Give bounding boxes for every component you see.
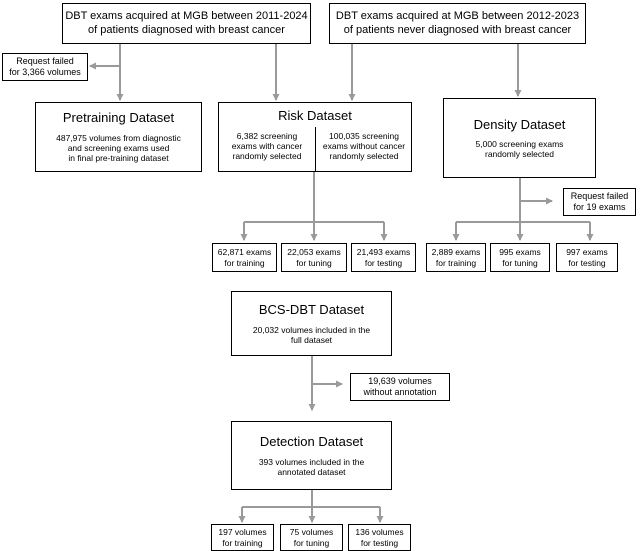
request-failed-exams-text: Request failed for 19 exams [570, 191, 629, 212]
without-annotation-box: 19,639 volumes without annotation [350, 373, 450, 401]
source-no-cancer-box: DBT exams acquired at MGB between 2012-2… [329, 3, 586, 44]
density-tuning-text: 995 exams for tuning [499, 247, 541, 268]
request-failed-volumes-text: Request failed for 3,366 volumes [9, 56, 81, 77]
risk-training-box: 62,871 exams for training [212, 243, 277, 272]
detection-testing-box: 136 volumes for testing [348, 524, 411, 551]
pretraining-dataset-box: Pretraining Dataset 487,975 volumes from… [35, 102, 202, 172]
risk-testing-text: 21,493 exams for testing [356, 247, 411, 268]
request-failed-exams-box: Request failed for 19 exams [563, 188, 636, 216]
detection-tuning-box: 75 volumes for tuning [280, 524, 343, 551]
bcs-dbt-desc: 20,032 volumes included in the full data… [252, 324, 371, 345]
density-tuning-box: 995 exams for tuning [490, 243, 550, 272]
detection-tuning-text: 75 volumes for tuning [289, 527, 334, 548]
detection-training-text: 197 volumes for training [218, 527, 267, 548]
risk-testing-box: 21,493 exams for testing [351, 243, 416, 272]
density-testing-text: 997 exams for testing [566, 247, 608, 268]
risk-left-text: 6,382 screening exams with cancer random… [231, 131, 303, 162]
bcs-dbt-title: BCS-DBT Dataset [258, 302, 365, 318]
source-cancer-box: DBT exams acquired at MGB between 2011-2… [62, 3, 311, 44]
detection-dataset-box: Detection Dataset 393 volumes included i… [231, 421, 392, 490]
density-desc: 5,000 screening exams randomly selected [475, 139, 564, 160]
risk-divider [315, 127, 316, 171]
bcs-dbt-dataset-box: BCS-DBT Dataset 20,032 volumes included … [231, 291, 392, 356]
density-training-box: 2,889 exams for training [426, 243, 486, 272]
risk-training-text: 62,871 exams for training [217, 247, 272, 268]
detection-training-box: 197 volumes for training [211, 524, 274, 551]
source-no-cancer-text: DBT exams acquired at MGB between 2012-2… [335, 10, 580, 36]
density-testing-box: 997 exams for testing [556, 243, 618, 272]
request-failed-volumes-box: Request failed for 3,366 volumes [2, 53, 88, 81]
source-cancer-text: DBT exams acquired at MGB between 2011-2… [65, 10, 308, 36]
detection-title: Detection Dataset [259, 434, 364, 450]
risk-title: Risk Dataset [278, 108, 352, 123]
density-title: Density Dataset [473, 116, 566, 132]
detection-desc: 393 volumes included in the annotated da… [258, 456, 365, 477]
without-annotation-text: 19,639 volumes without annotation [363, 376, 437, 397]
pretraining-title: Pretraining Dataset [62, 110, 175, 126]
risk-right-text: 100,035 screening exams without cancer r… [322, 131, 406, 162]
detection-testing-text: 136 volumes for testing [355, 527, 404, 548]
pretraining-desc: 487,975 volumes from diagnostic and scre… [56, 133, 181, 164]
risk-tuning-box: 22,053 exams for tuning [281, 243, 347, 272]
risk-dataset-box: Risk Dataset 6,382 screening exams with … [218, 102, 412, 172]
risk-tuning-text: 22,053 exams for tuning [287, 247, 341, 268]
density-training-text: 2,889 exams for training [431, 247, 481, 268]
density-dataset-box: Density Dataset 5,000 screening exams ra… [443, 98, 596, 178]
